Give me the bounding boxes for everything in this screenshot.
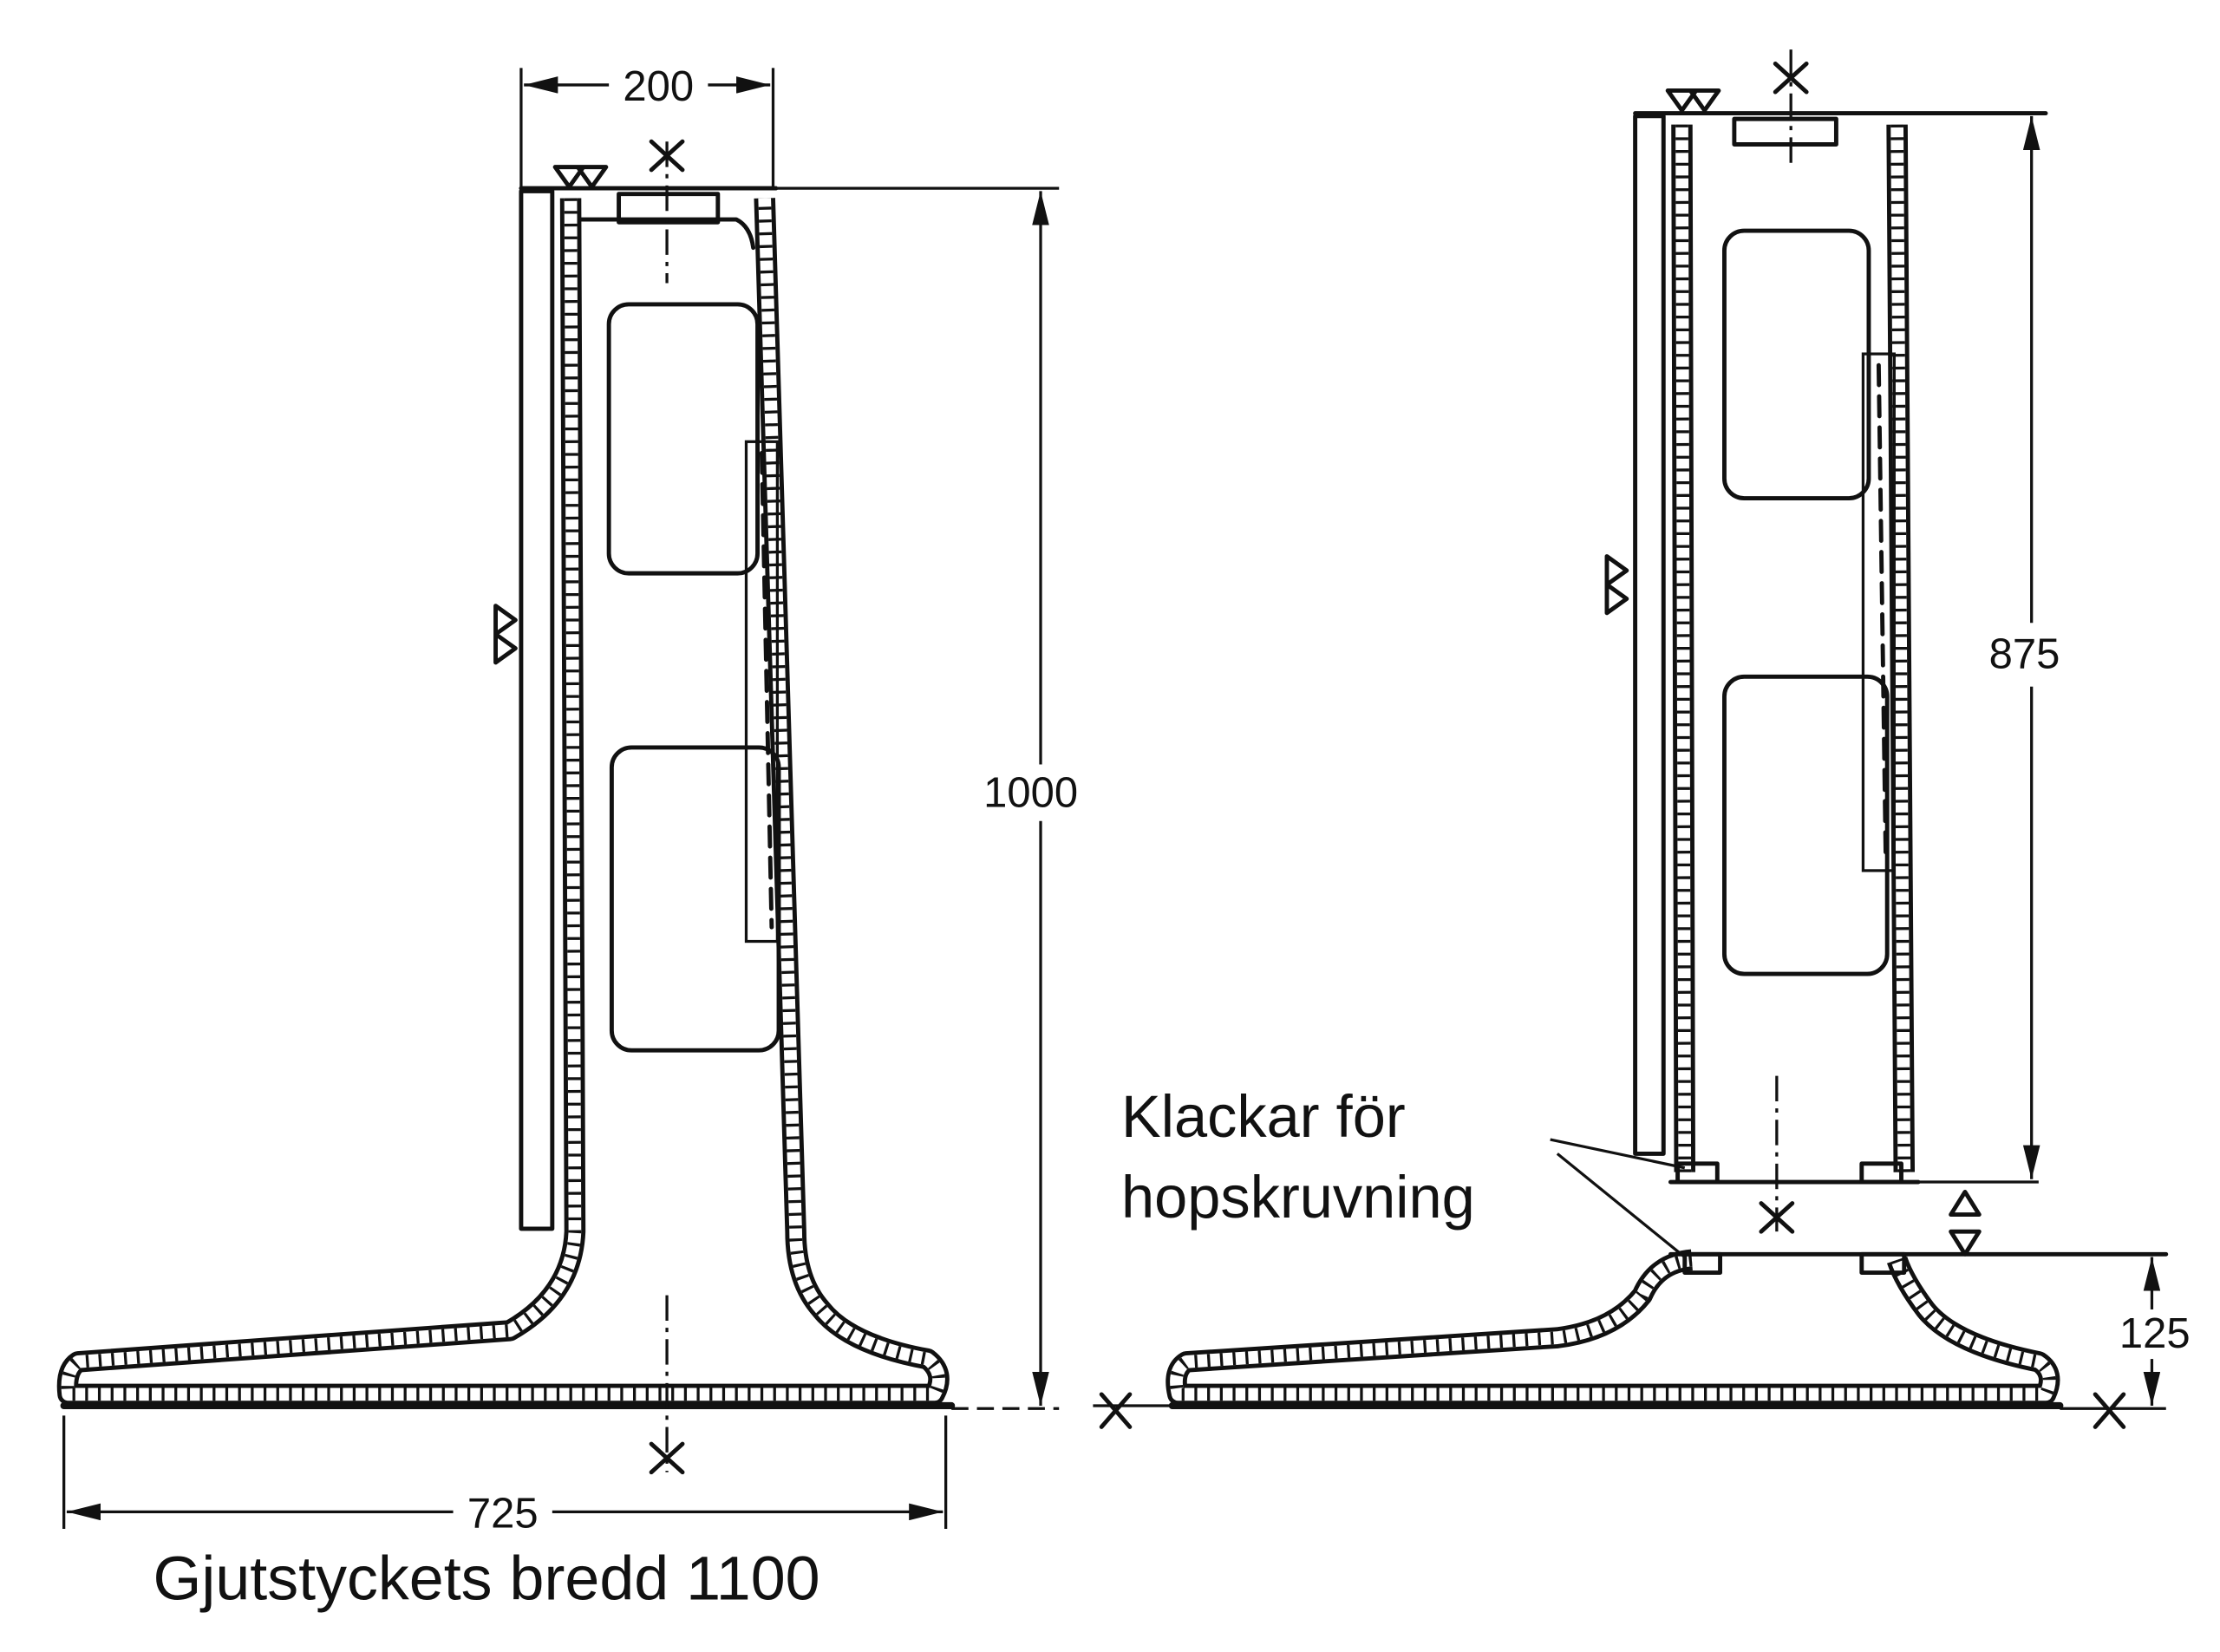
leader-line [1556, 1152, 1686, 1258]
dim-label-875: 875 [1989, 630, 2060, 677]
window-upper [1722, 228, 1871, 501]
weld-symbol-icon [493, 604, 518, 665]
top-opening [1732, 116, 1838, 147]
center-mark-icon [1773, 62, 1809, 95]
right-side-plate [1633, 114, 1666, 1156]
window-lower [1722, 674, 1890, 976]
gap-arrows-icon [1949, 1190, 1982, 1257]
dim-label-1000: 1000 [983, 769, 1078, 816]
window-upper [606, 302, 760, 576]
dim-label-200: 200 [623, 63, 694, 110]
stepped-plate [744, 440, 780, 944]
caption-casting-width: Gjutstyckets bredd 1100 [153, 1544, 820, 1614]
annotation-line1: Klackar för [1121, 1083, 1406, 1150]
annotation-line2: hopskruvning [1121, 1164, 1475, 1231]
right-upper-walls [1671, 124, 1916, 1172]
left-casting-walls [56, 198, 950, 1406]
center-mark-icon [1759, 1201, 1795, 1234]
right-casting-view: 875 125 Klackar för hopskruvning [1093, 49, 2191, 1429]
dim-label-125: 125 [2119, 1310, 2191, 1357]
left-side-plate [519, 188, 555, 1231]
weld-symbol-icon [552, 165, 609, 189]
right-base-walls [1166, 1249, 2060, 1406]
weld-symbol-icon [1665, 88, 1721, 113]
center-mark-icon [649, 1441, 685, 1475]
center-mark-icon [2093, 1392, 2126, 1429]
center-mark-icon [1099, 1392, 1133, 1429]
weld-symbol-icon [1604, 554, 1629, 616]
stepped-plate [1861, 352, 1896, 872]
leader-line [1550, 1138, 1686, 1170]
window-lower [609, 745, 781, 1053]
left-casting-view: 200 1000 725 Gjutstyckets bredd 1100 [56, 63, 1078, 1614]
dim-label-725: 725 [467, 1490, 539, 1537]
center-mark-icon [649, 139, 685, 173]
